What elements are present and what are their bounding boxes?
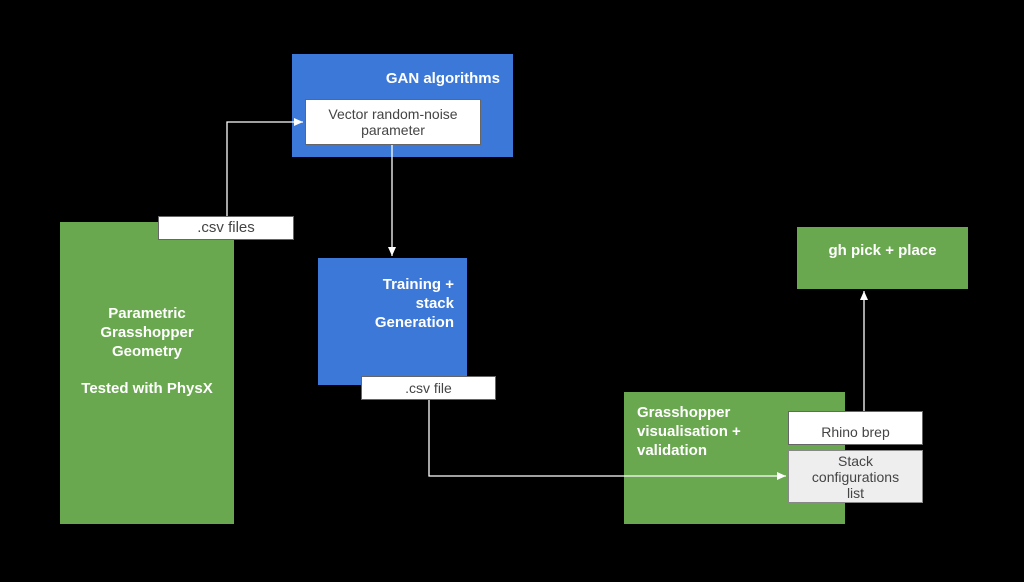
training-generation-box: Training + stack Generation — [318, 258, 467, 385]
parametric-geometry-label: Parametric Grasshopper Geometry Tested w… — [60, 304, 234, 398]
arrow-csv-file-to-stack-list — [428, 400, 786, 480]
gan-algorithms-title: GAN algorithms — [385, 70, 500, 87]
parametric-geometry-box: Parametric Grasshopper Geometry Tested w… — [60, 222, 234, 524]
vector-noise-parameter-box: Vector random-noise parameter — [305, 99, 481, 145]
gh-pick-place-title: gh pick + place — [828, 242, 937, 259]
grasshopper-visualisation-title: Grasshopper visualisation + validation — [637, 404, 741, 459]
csv-files-label: .csv files — [158, 216, 294, 240]
arrow-csv-to-gan — [226, 118, 303, 216]
tested-physx-label: Tested with PhysX — [81, 380, 213, 397]
training-generation-title: Training + stack Generation — [374, 276, 454, 331]
rhino-brep-box: Rhino brep — [788, 411, 923, 445]
stack-configurations-list-box: Stack configurations list — [788, 450, 923, 503]
gh-pick-place-box: gh pick + place — [797, 227, 968, 289]
csv-file-label: .csv file — [361, 376, 496, 400]
